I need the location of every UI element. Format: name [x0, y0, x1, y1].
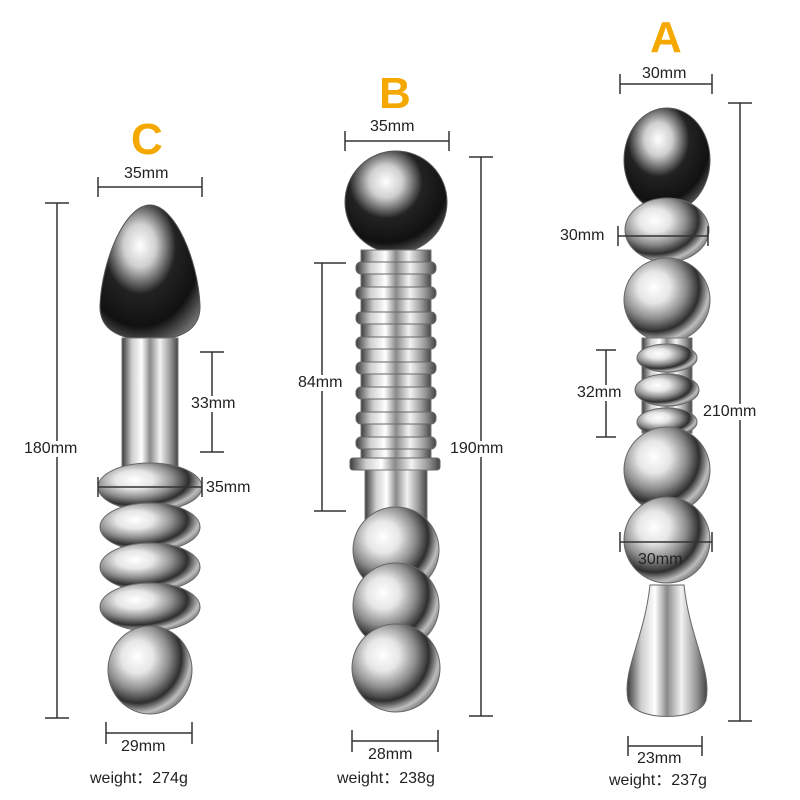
product-b-top-width-label: 35mm: [370, 118, 415, 135]
product-b-base-width-label: 28mm: [368, 746, 413, 763]
product-a-letter: A: [650, 13, 682, 62]
product-a-top-width-label: 30mm: [642, 65, 687, 82]
product-c-base-width-label: 29mm: [121, 738, 166, 755]
product-a-weight: weight：237g: [609, 772, 707, 789]
product-c-top-width-label: 35mm: [124, 165, 169, 182]
product-c-dimension-lines: [45, 177, 224, 744]
product-a-bead-width-label: 30mm: [560, 227, 605, 244]
product-c-neck-length-label: 33mm: [191, 395, 236, 412]
product-a-neck-length-label: 32mm: [577, 384, 622, 401]
product-a-illustration: [623, 107, 711, 717]
product-a-lower-width-label: 30mm: [638, 551, 683, 568]
product-c-illustration: [97, 204, 203, 715]
product-c-total-length-label: 180mm: [24, 440, 78, 457]
product-b-ribbed-length-label: 84mm: [298, 374, 343, 391]
product-a-total-length-label: 210mm: [703, 403, 757, 420]
product-c-ring-width-label: 35mm: [206, 479, 251, 496]
product-b-total-length-label: 190mm: [450, 440, 504, 457]
product-b-letter: B: [379, 69, 411, 118]
product-b-illustration: [344, 150, 448, 713]
product-c-letter: C: [131, 115, 163, 164]
product-a-base-width-label: 23mm: [637, 750, 682, 767]
product-c-weight: weight：274g: [90, 770, 188, 787]
product-b-weight: weight：238g: [337, 770, 435, 787]
